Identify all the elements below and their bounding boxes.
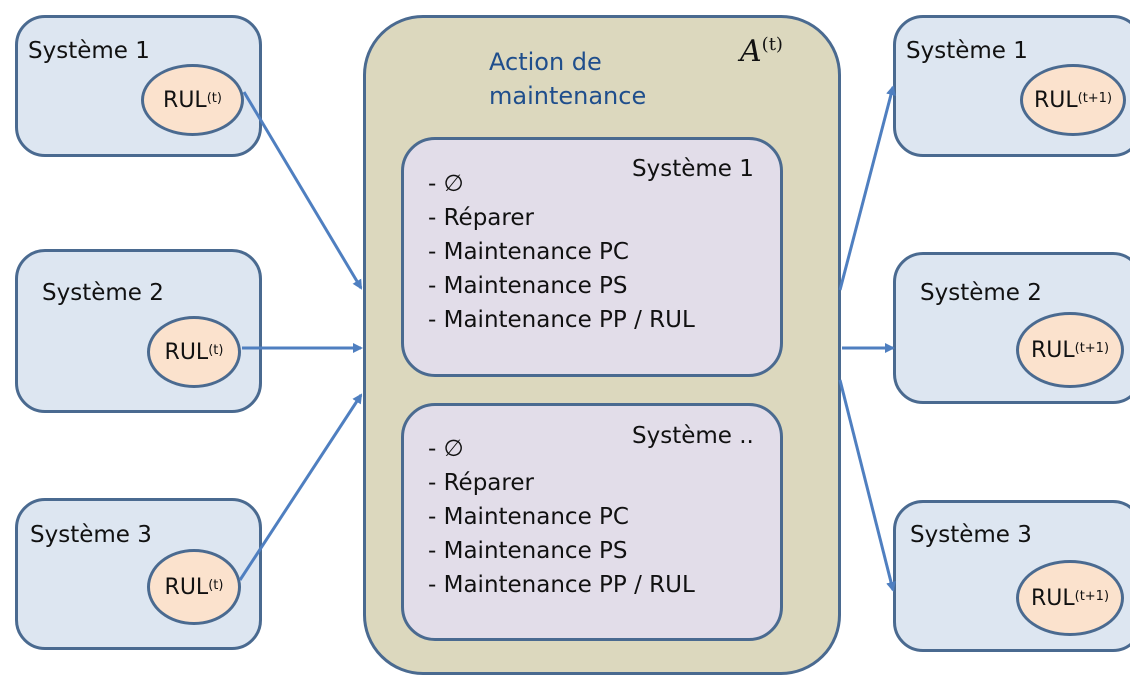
list-item: - Réparer — [428, 470, 534, 496]
rul-base: RUL — [1030, 585, 1075, 611]
title-line-2: maintenance — [489, 82, 647, 110]
output-system-3-rul: RUL(t+1) — [1016, 560, 1124, 636]
input-system-3-title: Système 3 — [30, 522, 152, 548]
output-system-2-title: Système 2 — [920, 280, 1042, 306]
action-symbol-base: A — [740, 34, 762, 69]
output-system-3-title: Système 3 — [910, 522, 1032, 548]
list-item: - Maintenance PC — [428, 239, 629, 265]
arrow-output-1 — [838, 85, 896, 291]
input-system-3-rul: RUL(t) — [147, 549, 241, 625]
list-item: - Maintenance PS — [428, 273, 628, 299]
rul-sup: (t) — [206, 90, 222, 106]
rul-sup: (t) — [208, 577, 224, 593]
action-panel-1-list: - ∅ - Réparer - Maintenance PC - Mainten… — [428, 167, 695, 337]
action-symbol: A(t) — [740, 34, 783, 69]
action-panel-2-title: Système .. — [632, 423, 754, 449]
list-item: - Réparer — [428, 205, 534, 231]
rul-base: RUL — [1033, 87, 1078, 113]
rul-base: RUL — [164, 339, 209, 365]
rul-base: RUL — [163, 87, 207, 113]
arrow-input-3 — [238, 393, 363, 581]
arrow-output-3 — [838, 379, 896, 592]
title-line-1: Action de — [489, 48, 602, 76]
output-system-1-title: Système 1 — [906, 38, 1028, 64]
list-item: - Maintenance PP / RUL — [428, 572, 695, 598]
action-panel-1 — [401, 137, 783, 377]
input-system-2-rul: RUL(t) — [147, 316, 241, 388]
action-panel-2 — [401, 403, 783, 641]
action-panel-1-title: Système 1 — [632, 156, 754, 182]
rul-sup: (t) — [208, 342, 224, 358]
maintenance-action-title: Action de maintenance — [489, 45, 646, 113]
input-system-1-rul: RUL(t) — [141, 64, 244, 136]
list-item: - Maintenance PC — [428, 504, 629, 530]
output-system-2-rul: RUL(t+1) — [1016, 312, 1124, 388]
action-panel-2-list: - ∅ - Réparer - Maintenance PC - Mainten… — [428, 432, 695, 602]
arrow-input-1 — [242, 91, 363, 290]
rul-sup: (t+1) — [1074, 588, 1110, 604]
input-system-2-title: Système 2 — [42, 280, 164, 306]
input-system-1-title: Système 1 — [28, 38, 150, 64]
rul-sup: (t+1) — [1074, 340, 1110, 356]
list-item: - Maintenance PP / RUL — [428, 307, 695, 333]
rul-base: RUL — [164, 574, 209, 600]
list-item: - ∅ — [428, 171, 464, 197]
action-symbol-sup: (t) — [761, 34, 783, 55]
rul-sup: (t+1) — [1077, 90, 1113, 106]
list-item: - ∅ — [428, 436, 464, 462]
output-system-1-rul: RUL(t+1) — [1020, 64, 1126, 136]
rul-base: RUL — [1030, 337, 1075, 363]
list-item: - Maintenance PS — [428, 538, 628, 564]
